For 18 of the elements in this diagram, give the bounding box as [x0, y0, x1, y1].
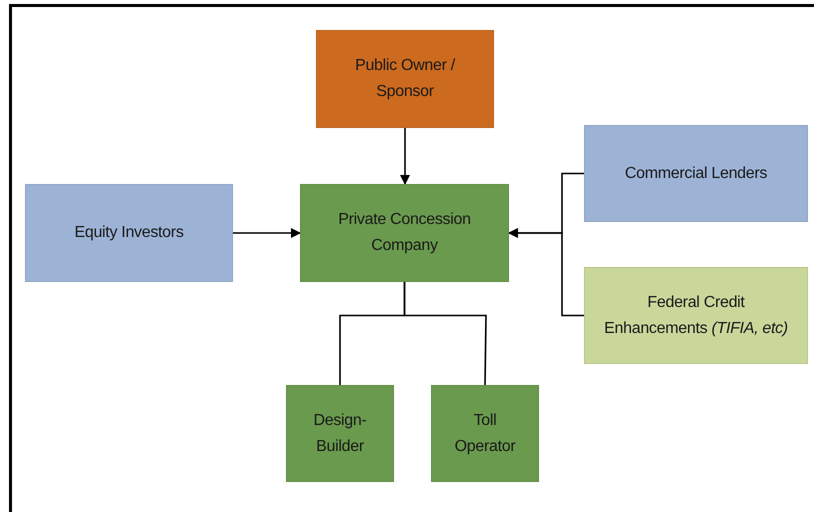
- arrow: [508, 228, 584, 316]
- entity-label: Equity Investors: [74, 223, 184, 244]
- arrow: [400, 128, 410, 185]
- entity-box: [316, 30, 494, 128]
- entity-label: Commercial Lenders: [624, 164, 768, 184]
- entity-box: [431, 385, 539, 482]
- entity-box: [25, 184, 233, 282]
- entity-label: Design-Builder: [312, 410, 368, 456]
- connector-line: [404, 282, 487, 386]
- entity-label: Private Concession Company: [337, 210, 472, 256]
- entity-box: [300, 184, 509, 282]
- entity-box: [286, 385, 394, 482]
- entity-label: Federal Credit Enhancements (TIFIA, etc): [603, 292, 789, 338]
- entity-label: Toll Operator: [454, 410, 516, 456]
- arrow: [233, 228, 301, 238]
- entity-box: [584, 267, 808, 364]
- entity-label: Public Owner / Sponsor: [354, 56, 456, 102]
- entity-box: [584, 125, 808, 222]
